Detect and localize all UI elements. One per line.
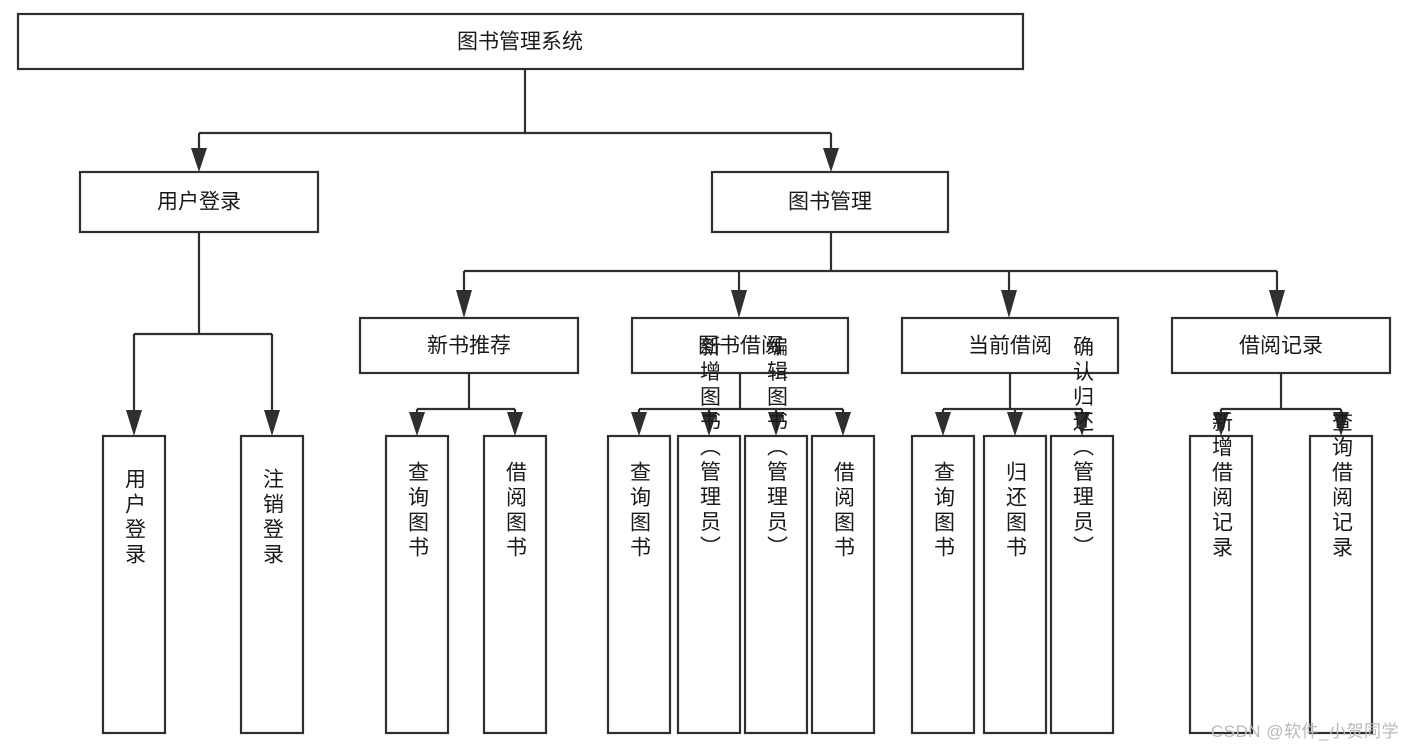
leaf-user-login[interactable]: 用户登录 <box>101 434 167 735</box>
node-borrow-record[interactable]: 借阅记录 <box>1170 316 1392 375</box>
node-book-management-label: 图书管理 <box>788 191 872 214</box>
arrow-head-book-management <box>823 148 839 172</box>
leaf-edit-book[interactable]: 编辑图书（管理员） <box>743 336 809 735</box>
leaf-user-login-box[interactable] <box>101 434 167 735</box>
arrow-head-leaf-query-borrow-record <box>1333 412 1349 436</box>
arrow-head-leaf-confirm-return <box>1074 412 1090 436</box>
leaf-add-borrow-record[interactable]: 新增借阅记录 <box>1188 411 1254 735</box>
connector-layer <box>126 69 1349 436</box>
leaf-add-book-label: 新增图书（管理员） <box>698 336 722 561</box>
arrow-head-leaf-logout <box>264 410 280 436</box>
node-current-borrow-label: 当前借阅 <box>968 335 1052 358</box>
leaf-query-book-current-label: 查询图书 <box>932 461 956 561</box>
node-new-book-recommend-box[interactable] <box>358 316 580 375</box>
node-new-book-recommend-label: 新书推荐 <box>427 335 511 358</box>
leaf-add-book[interactable]: 新增图书（管理员） <box>676 336 742 735</box>
leaf-query-book-current[interactable]: 查询图书 <box>910 434 976 735</box>
arrow-head-new-book-recommend <box>456 290 472 318</box>
leaf-confirm-return[interactable]: 确认归还（管理员） <box>1049 336 1115 735</box>
node-book-borrow-box[interactable] <box>630 316 850 375</box>
arrow-head-leaf-query-book-recommend <box>409 412 425 436</box>
node-user-login[interactable]: 用户登录 <box>78 170 320 234</box>
leaf-query-borrow-record[interactable]: 查询借阅记录 <box>1308 411 1374 735</box>
node-book-borrow[interactable]: 图书借阅 <box>630 316 850 375</box>
arrow-head-leaf-add-book <box>701 412 717 436</box>
leaf-query-book-borrow-label: 查询图书 <box>628 461 652 561</box>
arrow-head-leaf-edit-book <box>768 412 784 436</box>
leaf-return-book-label: 归还图书 <box>1004 461 1028 561</box>
leaf-borrow-book-box[interactable] <box>810 434 876 735</box>
leaf-confirm-return-label: 确认归还（管理员） <box>1071 336 1095 561</box>
arrow-head-leaf-query-book-current <box>935 412 951 436</box>
leaf-edit-book-label: 编辑图书（管理员） <box>765 336 789 561</box>
arrow-head-leaf-return-book <box>1007 412 1023 436</box>
node-book-management-box[interactable] <box>710 170 950 234</box>
node-current-borrow[interactable]: 当前借阅 <box>900 316 1120 375</box>
node-book-borrow-label: 图书借阅 <box>698 335 782 358</box>
leaf-logout[interactable]: 注销登录 <box>239 434 305 735</box>
leaf-borrow-book-recommend[interactable]: 借阅图书 <box>482 434 548 735</box>
leaf-add-borrow-record-box[interactable] <box>1188 434 1254 735</box>
node-root-label: 图书管理系统 <box>457 31 583 54</box>
leaf-user-login-label: 用户登录 <box>123 468 147 568</box>
leaf-logout-box[interactable] <box>239 434 305 735</box>
leaf-query-borrow-record-label: 查询借阅记录 <box>1330 411 1354 561</box>
arrow-head-leaf-add-borrow-record <box>1213 412 1229 436</box>
arrow-head-current-borrow <box>1001 290 1017 318</box>
arrow-head-borrow-record <box>1269 290 1285 318</box>
node-user-login-label: 用户登录 <box>157 191 241 214</box>
node-current-borrow-box[interactable] <box>900 316 1120 375</box>
leaf-borrow-book-recommend-label: 借阅图书 <box>504 461 528 561</box>
leaf-query-borrow-record-box[interactable] <box>1308 434 1374 735</box>
leaf-add-borrow-record-label: 新增借阅记录 <box>1210 411 1234 561</box>
node-root[interactable]: 图书管理系统 <box>16 12 1025 71</box>
node-book-management[interactable]: 图书管理 <box>710 170 950 234</box>
leaf-add-book-box[interactable] <box>676 434 742 735</box>
node-new-book-recommend[interactable]: 新书推荐 <box>358 316 580 375</box>
leaf-borrow-book-recommend-box[interactable] <box>482 434 548 735</box>
leaf-query-book-borrow-box[interactable] <box>606 434 672 735</box>
node-borrow-record-label: 借阅记录 <box>1239 335 1323 358</box>
leaf-logout-label: 注销登录 <box>261 468 285 568</box>
node-root-box[interactable] <box>16 12 1025 71</box>
arrow-head-leaf-borrow-book-recommend <box>507 412 523 436</box>
arrow-head-leaf-user-login <box>126 410 142 436</box>
leaf-edit-book-box[interactable] <box>743 434 809 735</box>
leaf-query-book-recommend-box[interactable] <box>384 434 450 735</box>
leaf-borrow-book-label: 借阅图书 <box>832 461 856 561</box>
leaf-query-book-current-box[interactable] <box>910 434 976 735</box>
node-borrow-record-box[interactable] <box>1170 316 1392 375</box>
arrow-head-book-borrow <box>731 290 747 318</box>
arrow-head-leaf-borrow-book <box>835 412 851 436</box>
leaf-return-book-box[interactable] <box>982 434 1048 735</box>
leaf-query-book-borrow[interactable]: 查询图书 <box>606 434 672 735</box>
arrow-head-leaf-query-book-borrow <box>631 412 647 436</box>
leaf-return-book[interactable]: 归还图书 <box>982 434 1048 735</box>
leaf-confirm-return-box[interactable] <box>1049 434 1115 735</box>
leaf-borrow-book[interactable]: 借阅图书 <box>810 434 876 735</box>
leaf-query-book-recommend[interactable]: 查询图书 <box>384 434 450 735</box>
leaf-query-book-recommend-label: 查询图书 <box>406 461 430 561</box>
node-user-login-box[interactable] <box>78 170 320 234</box>
arrow-head-user-login <box>191 148 207 172</box>
